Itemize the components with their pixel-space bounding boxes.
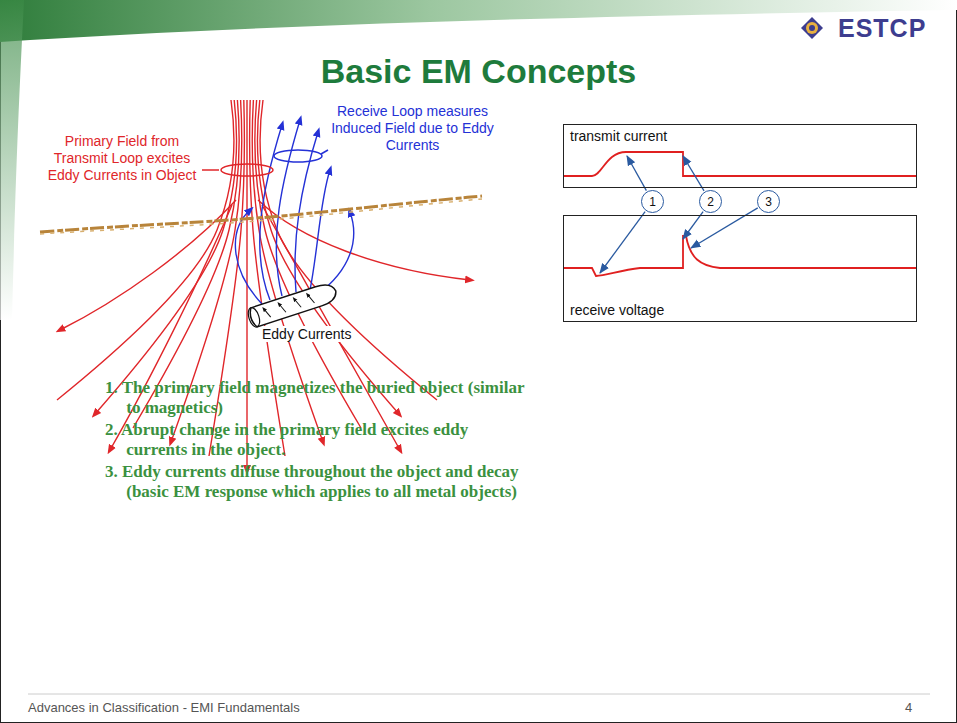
footer-text: Advances in Classification - EMI Fundame… [28, 700, 300, 715]
field-line [235, 210, 262, 304]
receive-loop [274, 150, 322, 162]
footer-rule [28, 694, 930, 695]
slide-title: Basic EM Concepts [150, 52, 807, 91]
field-line [262, 205, 400, 450]
buried-object [246, 281, 339, 328]
list-item: 2. Abrupt change in the primary field ex… [105, 420, 525, 459]
ground-surface [40, 199, 482, 234]
object-label: Eddy Currents [262, 326, 351, 342]
logo-text: ESTCP [838, 14, 926, 43]
field-line [258, 200, 470, 280]
list-item: 3. Eddy currents diffuse throughout the … [105, 462, 525, 501]
ground-surface [40, 196, 482, 232]
callout-number: 2 [707, 196, 714, 208]
plot-label: transmit current [570, 128, 667, 144]
plot-box: receive voltage [563, 215, 917, 322]
field-line [318, 212, 354, 294]
callout-number: 1 [649, 196, 656, 208]
leader-line [321, 150, 328, 154]
plot-box: transmit current [563, 124, 917, 188]
receive-loop-label: Receive Loop measures Induced Field due … [330, 103, 495, 153]
callout-circle: 1 [641, 190, 664, 213]
transmit-loop [221, 164, 273, 176]
receive-waveform [564, 236, 916, 276]
side-band [0, 0, 24, 320]
header-band [0, 0, 957, 42]
plot-label: receive voltage [570, 302, 664, 318]
transmit-waveform [564, 152, 916, 176]
logo-icon [801, 17, 823, 39]
page-number: 4 [905, 700, 912, 715]
callout-arrow [627, 156, 646, 191]
callout-circle: 2 [699, 190, 722, 213]
list-item: 1. The primary field magnetizes the buri… [105, 378, 525, 417]
field-line [276, 120, 300, 296]
callout-circle: 3 [757, 190, 780, 213]
callout-number: 3 [765, 196, 772, 208]
primary-field-label: Primary Field from Transmit Loop excites… [42, 133, 202, 183]
field-line [310, 170, 330, 290]
callout-arrow [691, 208, 758, 248]
callout-arrow [683, 156, 704, 191]
field-line [60, 200, 236, 330]
callout-arrow [600, 212, 645, 273]
